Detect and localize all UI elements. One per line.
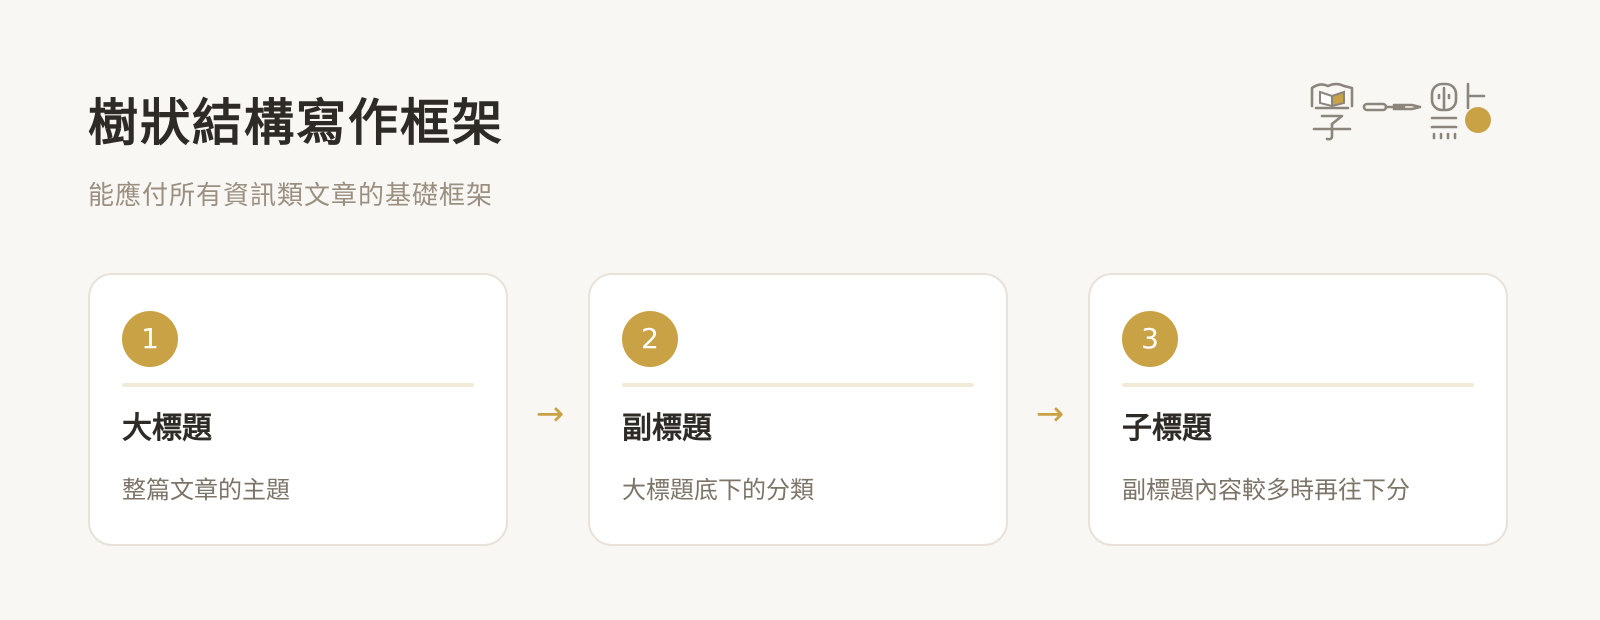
step-card-2: 2 副標題 大標題底下的分類 <box>588 273 1008 546</box>
right-arrow-icon: → <box>535 394 565 434</box>
card-divider <box>122 383 474 387</box>
page-title: 樹狀結構寫作框架 <box>88 94 504 152</box>
card-divider <box>1122 383 1474 387</box>
card-divider <box>622 383 974 387</box>
step-number-badge: 1 <box>122 311 178 367</box>
step-card-1: 1 大標題 整篇文章的主題 <box>88 273 508 546</box>
step-number-badge: 3 <box>1122 311 1178 367</box>
step-title: 大標題 <box>122 411 212 446</box>
book-pen-dot-logo-icon <box>1310 82 1491 141</box>
page-subtitle: 能應付所有資訊類文章的基礎框架 <box>88 181 494 211</box>
step-card-3: 3 子標題 副標題內容較多時再往下分 <box>1088 273 1508 546</box>
step-description: 整篇文章的主題 <box>122 476 290 504</box>
right-arrow-icon: → <box>1035 394 1065 434</box>
step-description: 副標題內容較多時再往下分 <box>1122 476 1410 504</box>
step-title: 子標題 <box>1122 411 1212 446</box>
step-description: 大標題底下的分類 <box>622 476 814 504</box>
brand-logo <box>1308 78 1524 144</box>
step-title: 副標題 <box>622 411 712 446</box>
step-number-badge: 2 <box>622 311 678 367</box>
